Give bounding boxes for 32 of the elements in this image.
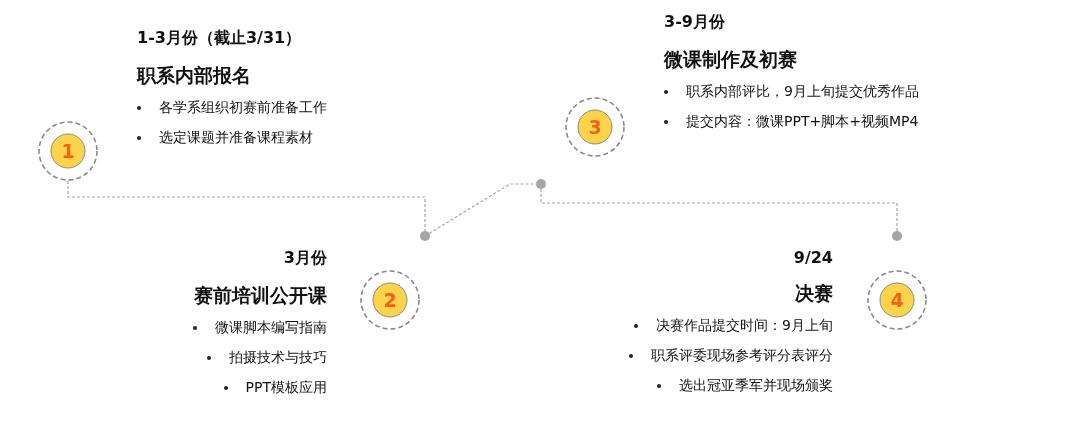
bullet-text: PPT模板应用 (245, 379, 327, 395)
bullet-text: 职系内部评比，9月上旬提交优秀作品 (686, 83, 919, 99)
stage-title: 赛前培训公开课 (194, 284, 327, 306)
step-circle (360, 270, 420, 330)
timeline-dot (892, 231, 902, 241)
timeline-dot (536, 179, 546, 189)
bullet-text: 拍摄技术与技巧 (229, 349, 327, 365)
date-label: 3-9月份 (664, 12, 725, 31)
step-circle (38, 121, 98, 181)
date-label: 1-3月份（截止3/31） (137, 28, 302, 47)
step-circle (867, 270, 927, 330)
step-number: 4 (889, 288, 905, 313)
step-circle (565, 97, 625, 157)
timeline-dot (420, 231, 430, 241)
dashed-connector (67, 180, 426, 232)
dashed-connector (428, 183, 537, 234)
stage-title: 职系内部报名 (137, 64, 251, 86)
bullet-text: 决赛作品提交时间：9月上旬 (656, 317, 833, 333)
bullet-text: 微课脚本编写指南 (215, 319, 327, 335)
bullet-text: 选出冠亚季军并现场颁奖 (679, 377, 833, 393)
date-label: 3月份 (283, 248, 327, 267)
stage-title: 决赛 (795, 282, 833, 304)
bullet-text: 提交内容：微课PPT+脚本+视频MP4 (686, 113, 919, 129)
bullet-text: 职系评委现场参考评分表评分 (651, 347, 833, 363)
bullet-text: 各学系组织初赛前准备工作 (159, 99, 327, 115)
dashed-connector (540, 188, 898, 232)
step-number: 3 (587, 115, 603, 140)
step-number: 1 (60, 139, 76, 164)
step-number: 2 (382, 288, 398, 313)
bullet-text: 选定课题并准备课程素材 (159, 129, 313, 145)
date-label: 9/24 (793, 248, 833, 267)
stage-title: 微课制作及初赛 (664, 48, 797, 70)
